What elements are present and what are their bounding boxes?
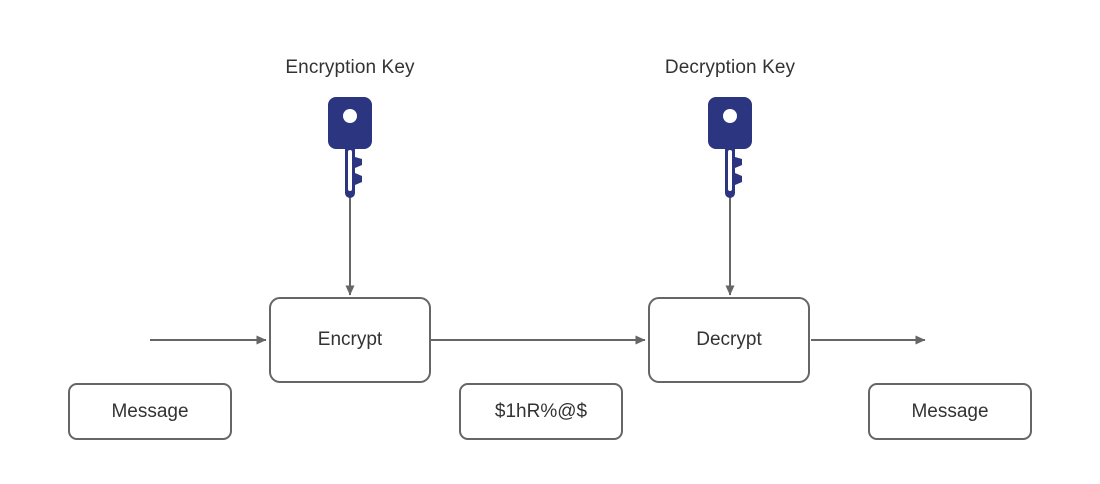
decrypt-node-label: Decrypt (696, 329, 762, 350)
message-output-label: Message (911, 400, 989, 422)
encryption-key-label: Encryption Key (285, 57, 415, 78)
key-icon (328, 97, 372, 198)
encrypt-node[interactable]: Encrypt (269, 297, 431, 383)
encrypt-node-label: Encrypt (317, 329, 383, 350)
ciphertext-node[interactable]: $1hR%@$ (459, 383, 623, 440)
ciphertext-label: $1hR%@$ (494, 400, 588, 422)
message-output-node[interactable]: Message (868, 383, 1032, 440)
message-input-label: Message (111, 400, 189, 422)
key-icon (708, 97, 752, 198)
decryption-key-label: Decryption Key (664, 57, 796, 78)
decrypt-node[interactable]: Decrypt (648, 297, 810, 383)
message-input-node[interactable]: Message (68, 383, 232, 440)
